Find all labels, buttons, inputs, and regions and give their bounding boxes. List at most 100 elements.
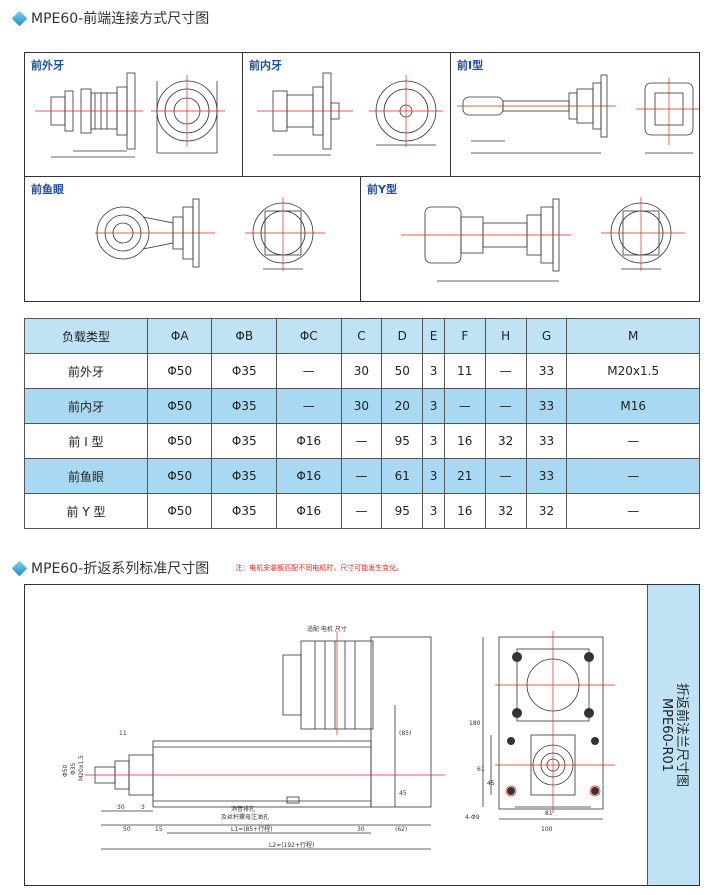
dim-81: 81 xyxy=(545,810,553,817)
table-cell: M16 xyxy=(566,388,700,424)
section-title-fold-back: MPE60-折返系列标准尺寸图 注：电机安装板匹配不同电机时，尺寸可能发生变化。 xyxy=(11,558,404,578)
diagram-fisheye: 前鱼眼 xyxy=(25,177,361,301)
table-cell: 33 xyxy=(525,388,568,424)
table-cell: 33 xyxy=(525,423,568,459)
header-cell: ΦA xyxy=(146,318,213,354)
dim-85: (85) xyxy=(399,730,411,737)
diagram-internal-thread: 前内牙 xyxy=(243,53,451,177)
dim-3: 3 xyxy=(141,804,145,811)
dim-45b: 45 xyxy=(487,780,495,787)
spec-table: 负载类型 ΦA ΦB ΦC C D E F H G M 前外牙 Φ50 Φ35 … xyxy=(24,318,700,529)
table-cell: — xyxy=(484,353,527,389)
side-label-model: MPE60-R01 xyxy=(658,697,674,773)
holes-label: 4-Φ9 xyxy=(465,814,480,821)
dim-100: 100 xyxy=(541,826,553,833)
table-row: 前 I 型 Φ50 Φ35 Φ16 — 95 3 16 32 33 — xyxy=(24,423,700,459)
table-cell: 30 xyxy=(340,388,383,424)
table-cell: Φ35 xyxy=(211,458,277,494)
diagram-label: 前内牙 xyxy=(249,59,282,72)
table-cell: — xyxy=(484,458,527,494)
diagram-y-type: 前Y型 xyxy=(361,177,701,301)
table-cell: — xyxy=(276,353,342,389)
table-cell: M20x1.5 xyxy=(566,353,700,389)
dim-50: 50 xyxy=(123,826,131,833)
table-cell: 95 xyxy=(381,423,424,459)
header-cell: F xyxy=(443,318,486,354)
table-row: 前内牙 Φ50 Φ35 — 30 20 3 — — 33 M16 xyxy=(24,388,700,424)
table-cell: 21 xyxy=(443,458,486,494)
dim-11: 11 xyxy=(119,730,127,737)
table-cell: 前内牙 xyxy=(24,388,148,424)
l1-label: L1=(85+行程) xyxy=(231,825,273,833)
dim-62: (62) xyxy=(395,826,407,833)
section-title-text: MPE60-折返系列标准尺寸图 xyxy=(31,561,210,577)
fold-back-drawing: 适配 电机 尺寸 消音排孔 及丝杆螺母注油孔 L1=(85+行程) L2=(19… xyxy=(62,625,615,850)
diamond-bullet-icon xyxy=(11,560,28,576)
y-type-drawing xyxy=(401,197,685,282)
l2-label: L2=(192+行程) xyxy=(269,841,314,849)
vent-label-2: 及丝杆螺母注油孔 xyxy=(221,813,269,821)
table-cell: 32 xyxy=(484,493,527,529)
table-cell: 3 xyxy=(422,388,445,424)
header-cell: E xyxy=(422,318,445,354)
header-cell: G xyxy=(525,318,568,354)
table-cell: — xyxy=(566,458,700,494)
motor-size-label: 适配 电机 尺寸 xyxy=(307,625,347,633)
dimension-note: 注：电机安装板匹配不同电机时，尺寸可能发生变化。 xyxy=(235,564,404,572)
side-label: 折返前法兰尺寸图 MPE60-R01 xyxy=(659,683,689,787)
dim-45: 45 xyxy=(399,790,407,797)
dim-61: 61 xyxy=(477,766,485,773)
table-cell: 前 I 型 xyxy=(24,423,148,459)
i-type-drawing xyxy=(457,74,699,154)
table-cell: Φ35 xyxy=(211,388,277,424)
diagram-label: 前Y型 xyxy=(367,183,397,196)
side-label-title: 折返前法兰尺寸图 xyxy=(673,682,689,788)
table-cell: Φ16 xyxy=(276,458,342,494)
dim-15: 15 xyxy=(155,826,163,833)
table-cell: — xyxy=(340,493,383,529)
table-cell: 20 xyxy=(381,388,424,424)
table-cell: 16 xyxy=(443,423,486,459)
table-cell: Φ50 xyxy=(146,493,213,529)
table-cell: — xyxy=(276,388,342,424)
side-label-box: 折返前法兰尺寸图 MPE60-R01 xyxy=(647,585,699,885)
header-cell: H xyxy=(484,318,527,354)
table-row: 前 Y 型 Φ50 Φ35 Φ16 — 95 3 16 32 32 — xyxy=(24,493,700,529)
table-cell: 33 xyxy=(525,458,568,494)
table-cell: Φ50 xyxy=(146,458,213,494)
diagram-label: 前I型 xyxy=(457,59,484,72)
table-cell: Φ16 xyxy=(276,423,342,459)
table-cell: — xyxy=(443,388,486,424)
table-cell: 前外牙 xyxy=(24,353,148,389)
table-cell: 32 xyxy=(484,423,527,459)
table-cell: Φ35 xyxy=(211,493,277,529)
table-cell: 16 xyxy=(443,493,486,529)
external-thread-drawing xyxy=(35,72,225,158)
table-cell: 61 xyxy=(381,458,424,494)
header-cell: D xyxy=(381,318,424,354)
table-cell: 3 xyxy=(422,458,445,494)
dim-30b: 30 xyxy=(357,826,365,833)
thread-label: M20x1.5 xyxy=(78,755,85,781)
table-cell: 95 xyxy=(381,493,424,529)
table-cell: 30 xyxy=(340,353,383,389)
header-cell: C xyxy=(340,318,383,354)
table-cell: Φ50 xyxy=(146,423,213,459)
table-cell: — xyxy=(484,388,527,424)
phi35-label: Φ35 xyxy=(70,762,77,775)
diamond-bullet-icon xyxy=(11,10,28,26)
table-cell: Φ16 xyxy=(276,493,342,529)
fisheye-drawing xyxy=(95,197,325,271)
section-title-front-connection: MPE60-前端连接方式尺寸图 xyxy=(11,8,209,28)
diagram-i-type: 前I型 xyxy=(451,53,701,177)
diagram-label: 前鱼眼 xyxy=(31,183,64,196)
header-cell: ΦC xyxy=(276,318,342,354)
table-cell: 32 xyxy=(525,493,568,529)
table-cell: 33 xyxy=(525,353,568,389)
table-row: 前外牙 Φ50 Φ35 — 30 50 3 11 — 33 M20x1.5 xyxy=(24,353,700,389)
table-row: 前鱼眼 Φ50 Φ35 Φ16 — 61 3 21 — 33 — xyxy=(24,458,700,494)
internal-thread-drawing xyxy=(257,72,443,156)
diagram-external-thread: 前外牙 xyxy=(25,53,243,177)
table-cell: 3 xyxy=(422,423,445,459)
front-connection-drawings: 前外牙 前内牙 xyxy=(24,52,701,302)
